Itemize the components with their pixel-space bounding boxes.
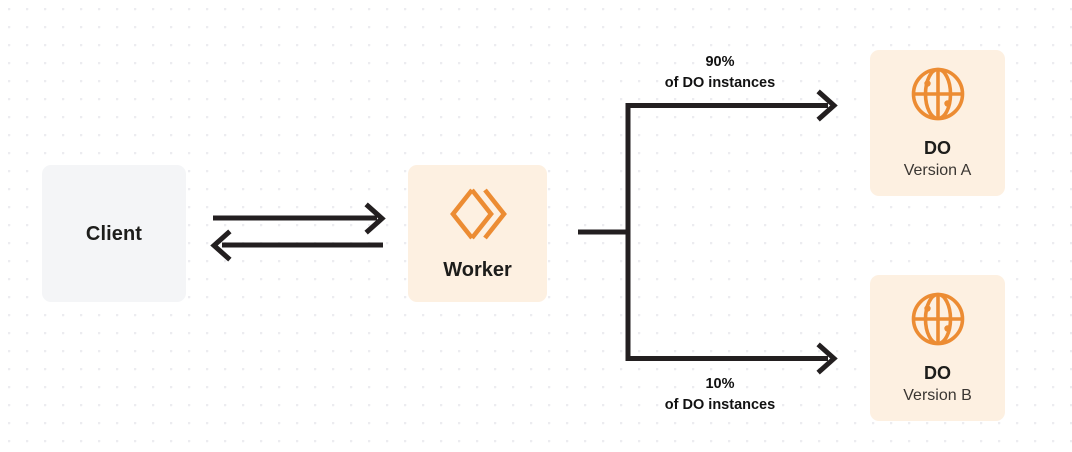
arrow-worker-to-do-a [626,89,838,122]
node-client-label: Client [85,222,143,245]
edge-label-do-a-caption: of DO instances [664,74,776,91]
edge-label-do-b: 10% of DO instances [585,374,855,415]
edge-label-do-a-percent: 90% [705,54,735,70]
node-do-b[interactable]: DO Version B [870,275,1005,421]
edge-label-do-b-percent: 10% [705,376,735,392]
arrow-worker-to-client [210,229,383,262]
arrow-client-to-worker [213,202,386,235]
node-do-a[interactable]: DO Version A [870,50,1005,196]
edge-label-do-b-caption: of DO instances [664,396,776,413]
node-do-a-title: DO [924,137,951,158]
branch-connector [578,103,631,361]
edge-label-do-a: 90% of DO instances [585,52,855,93]
node-worker[interactable]: Worker [408,165,547,302]
node-do-b-title: DO [924,362,951,383]
node-do-b-subtitle: Version B [903,387,972,405]
globe-icon [909,65,967,123]
node-do-a-subtitle: Version A [903,162,972,180]
cloudflare-workers-icon [447,186,509,242]
node-client[interactable]: Client [42,165,186,302]
node-worker-label: Worker [443,258,512,281]
arrow-worker-to-do-b [626,342,838,375]
globe-icon [909,290,967,348]
